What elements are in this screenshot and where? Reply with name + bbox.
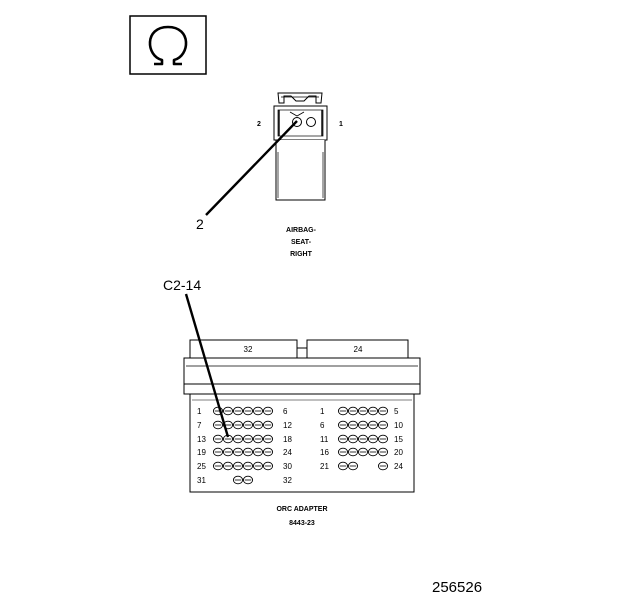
adapter-left-row-start-label: 1	[197, 407, 202, 416]
adapter-left-row-end-label: 12	[283, 421, 292, 430]
adapter-right-row-start-label: 21	[320, 462, 329, 471]
adapter-left-row-start-label: 25	[197, 462, 206, 471]
adapter-right-row-start-label: 1	[320, 407, 325, 416]
adapter-label-line-1: ORC ADAPTER	[276, 506, 327, 513]
adapter-right-row-start-label: 11	[320, 435, 329, 444]
adapter-label-line-2: 8443-23	[289, 520, 315, 527]
callout-2: 2	[196, 120, 298, 232]
adapter-right-row-end-label: 5	[394, 407, 399, 416]
figure-number: 256526	[432, 579, 482, 596]
airbag-pin-left-label: 2	[257, 121, 261, 128]
adapter-right-row-end-label: 15	[394, 435, 403, 444]
adapter-right-row-start-label: 16	[320, 448, 329, 457]
adapter-left-row-start-label: 19	[197, 448, 206, 457]
airbag-label-line-3: RIGHT	[290, 251, 313, 258]
adapter-right-row-start-label: 6	[320, 421, 325, 430]
adapter-right-row-end-label: 10	[394, 421, 403, 430]
airbag-label-line-2: SEAT-	[291, 239, 312, 246]
airbag-label-line-1: AIRBAG-	[286, 227, 317, 234]
airbag-pin-right-label: 1	[339, 121, 343, 128]
callout-c2-14-label: C2-14	[163, 277, 201, 293]
adapter-left-row-start-label: 13	[197, 435, 206, 444]
airbag-seat-right-connector: 2 1 AIRBAG- SEAT- RIGHT	[257, 92, 343, 258]
adapter-right-row-end-label: 20	[394, 448, 403, 457]
adapter-left-row-start-label: 7	[197, 421, 202, 430]
callout-c2-14: C2-14	[163, 277, 230, 438]
adapter-left-row-end-label: 18	[283, 435, 292, 444]
adapter-left-row-start-label: 31	[197, 476, 206, 485]
airbag-pin-1	[306, 117, 316, 127]
adapter-left-header: 32	[244, 345, 253, 354]
omega-ohm-icon	[148, 25, 188, 66]
adapter-left-row-end-label: 24	[283, 448, 292, 457]
callout-2-label: 2	[196, 216, 204, 232]
ohmmeter-symbol	[129, 15, 207, 75]
adapter-right-row-end-label: 24	[394, 462, 403, 471]
adapter-right-header: 24	[354, 345, 363, 354]
adapter-left-row-end-label: 6	[283, 407, 288, 416]
adapter-left-row-end-label: 30	[283, 462, 292, 471]
adapter-left-row-end-label: 32	[283, 476, 292, 485]
